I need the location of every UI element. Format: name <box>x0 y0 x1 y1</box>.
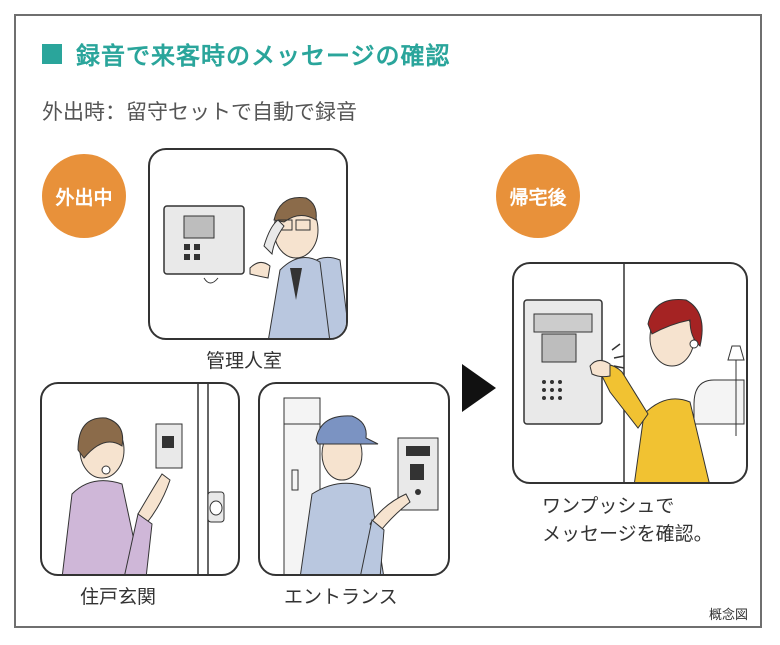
manager-room-illustration <box>163 196 346 338</box>
title-text: 録音で来客時のメッセージの確認 <box>76 42 451 70</box>
page-title: 録音で来客時のメッセージの確認 <box>42 36 451 71</box>
caption-result: ワンプッシュで メッセージを確認。 <box>542 492 713 548</box>
entrance-illustration <box>283 397 439 574</box>
arrow-right-icon <box>462 364 496 412</box>
panel-manager-room <box>148 148 348 340</box>
caption-manager-room: 管理人室 <box>206 350 283 372</box>
panel-entrance-door <box>40 382 240 576</box>
caption-entrance-door: 住戸玄関 <box>80 586 157 608</box>
badge-away: 外出中 <box>42 154 126 238</box>
panel-entrance <box>258 382 450 576</box>
title-square-marker <box>42 43 62 64</box>
caption-result-line1: ワンプッシュで <box>542 495 675 517</box>
home-illustration <box>523 264 745 482</box>
panel-home <box>512 262 748 484</box>
entrance-door-illustration <box>61 384 225 574</box>
concept-diagram-note: 概念図 <box>708 608 748 623</box>
caption-entrance: エントランス <box>284 586 398 608</box>
badge-home: 帰宅後 <box>496 154 580 238</box>
subtitle: 外出時：留守セットで自動で録音 <box>42 100 357 124</box>
caption-result-line2: メッセージを確認。 <box>542 523 713 545</box>
